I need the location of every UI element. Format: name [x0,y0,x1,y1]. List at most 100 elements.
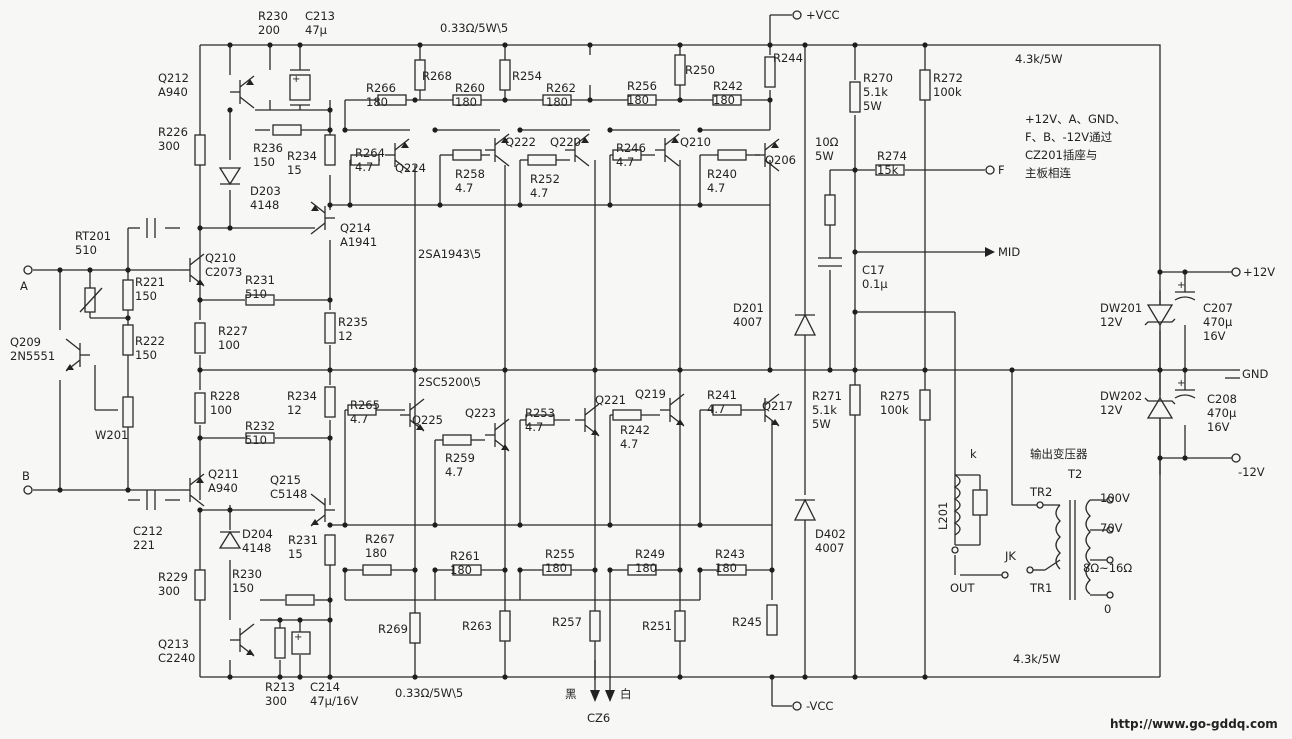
junction-dot [267,42,273,48]
junction-dot [432,127,438,133]
label-r243-0: R243 [715,547,745,561]
label-d402-0: D402 [815,527,846,541]
svg-text:+: + [294,632,302,643]
junction-dot [502,367,508,373]
label-r261-0: R261 [450,549,480,563]
label-q212-1: A940 [158,85,188,99]
label-d201-1: 4007 [733,315,762,329]
transformer-name: T2 [1067,467,1082,481]
junction-dot [227,107,233,113]
top-rail-spec: 0.33Ω/5W\5 [440,21,508,35]
junction-dot [327,522,333,528]
label-r10-1: 5W [815,149,834,163]
junction-dot [802,674,808,680]
label-r242b-1: 4.7 [620,437,638,451]
svg-text:+: + [1177,280,1185,291]
gnd-label: GND [1242,367,1269,381]
label-r222-0: R222 [135,334,165,348]
label-r229-1: 300 [158,584,180,598]
input-b-label: B [22,469,30,483]
transistor-q225: Q225 [400,398,443,432]
junction-dot [57,267,63,273]
label-dw202-1: 12V [1100,403,1123,417]
junction-dot [437,202,443,208]
label-r234b-0: R234 [287,389,317,403]
junction-dot [852,167,858,173]
junction-dot [1157,367,1163,373]
junction-dot [767,97,773,103]
k-label: k [970,447,977,461]
label-r249-1: 180 [635,561,657,575]
label-r231b-0: R231 [288,533,318,547]
resistor-r244: R244 [764,51,803,88]
junction-dot [412,97,418,103]
label-r274-0: R274 [877,149,907,163]
junction-dot [197,507,203,513]
label-q211-0: Q211 [208,467,239,481]
junction-dot [1009,367,1015,373]
transistor-q224: Q224 [385,138,426,175]
junction-dot [297,617,303,623]
resistor-r245: R245 [732,604,778,636]
label-r226-0: R226 [158,125,188,139]
note-line-1: +12V、A、GND、 [1025,112,1126,126]
label-q222-0: Q222 [505,135,536,149]
transistor-q206: Q206 [755,138,796,172]
label-r253-1: 4.7 [525,420,543,434]
resistor-r268: R268 [414,59,452,91]
top-rail-resistor-label: 4.3k/5W [1015,52,1063,66]
junction-dot [277,617,283,623]
label-c207-0: C207 [1203,301,1233,315]
label-r234t-0: R234 [287,149,317,163]
junction-dot [327,127,333,133]
p12-label: +12V [1243,265,1275,279]
label-r222-1: 150 [135,348,157,362]
jk-label: JK [1004,549,1016,563]
svg-text:+: + [292,74,300,85]
transistor-q220: Q220 [550,133,590,167]
junction-dot [125,267,131,273]
label-r246-1: 4.7 [616,155,634,169]
junction-dot [277,674,283,680]
f-label: F [998,163,1005,177]
symbols: + + + + [23,10,1241,711]
label-r260-0: R260 [455,81,485,95]
note-line-3: CZ201插座与 [1025,148,1097,162]
label-r221-0: R221 [135,275,165,289]
label-r244-0: R244 [773,51,803,65]
junction-dot [677,42,683,48]
label-d201-0: D201 [733,301,764,315]
label-r264-1: 4.7 [355,160,373,174]
label-r268-0: R268 [422,69,452,83]
thermistor-rt201 [79,287,103,313]
junction-dot [432,567,438,573]
junction-dot [197,225,203,231]
label-r236-1: 150 [253,155,275,169]
junction-dot [517,202,523,208]
label-q215-1: C5148 [270,487,307,501]
resistor-w201: W201 [95,396,134,442]
label-r271-2: 5W [812,417,831,431]
junction-dot [677,674,683,680]
junction-dot [852,674,858,680]
junction-dot [922,674,928,680]
input-a-label: A [20,279,28,293]
label-r229-0: R229 [158,570,188,584]
label-c214-1: 47μ/16V [310,694,358,708]
junction-dot [327,617,333,623]
label-q223-0: Q223 [465,406,496,420]
junction-dot [769,567,775,573]
